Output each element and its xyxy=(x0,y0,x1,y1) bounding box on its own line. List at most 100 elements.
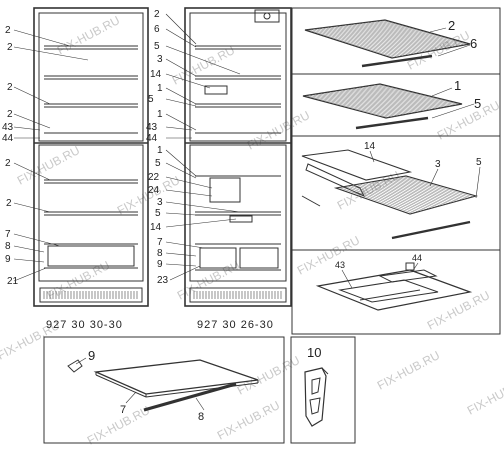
shelf-wire xyxy=(347,24,434,51)
shelf-wire xyxy=(347,185,422,212)
shelf-wire xyxy=(317,93,401,116)
watermark-text: FIX-HUB.RU xyxy=(465,373,504,418)
shelf-wire xyxy=(359,183,433,209)
shelf-wire xyxy=(365,86,448,107)
left-callouts: 2 2 2 2 43 44 2 2 7 8 9 21 xyxy=(2,25,89,287)
panel4-callout-a: 43 xyxy=(335,260,345,270)
shelf-wire xyxy=(376,180,449,204)
callout-mid-1: 2 xyxy=(154,9,160,20)
shelf-wire xyxy=(350,88,433,110)
shelf-wire xyxy=(342,25,429,52)
shelf-wire xyxy=(368,85,451,107)
callout-mid-10: 44 xyxy=(146,133,158,144)
shelf-wire xyxy=(403,176,474,197)
shelf-wire xyxy=(327,26,415,55)
bottom-callout-a: 9 xyxy=(88,348,95,363)
callout-mid-21: 23 xyxy=(157,275,169,286)
shelf-wire xyxy=(307,29,395,58)
callout-mid-11: 1 xyxy=(157,145,163,156)
callout-mid-9: 43 xyxy=(146,122,158,133)
crisper-assembly xyxy=(301,149,479,240)
shelf-wire xyxy=(376,84,460,105)
shelf-wire xyxy=(320,93,404,115)
panel4-callout-b: 44 xyxy=(412,253,422,263)
bottom-callout-c: 8 xyxy=(198,411,204,423)
callout-mid-15: 3 xyxy=(157,197,163,208)
callout-mid-5: 14 xyxy=(150,69,162,80)
shelf-wire xyxy=(339,25,426,53)
callout-left-10: 8 xyxy=(5,241,11,252)
shelf-wire xyxy=(376,20,462,46)
callout-mid-16: 5 xyxy=(155,208,161,219)
watermark-text: FIX-HUB.RU xyxy=(55,13,122,58)
shelf-wire xyxy=(397,177,468,199)
shelf-wire xyxy=(379,180,452,203)
shelf-wire xyxy=(362,86,445,108)
callout-mid-3: 5 xyxy=(154,41,160,52)
callout-left-12: 21 xyxy=(7,276,19,287)
shelf-wire xyxy=(364,22,451,48)
callout-mid-18: 7 xyxy=(157,237,163,248)
shelf-wire xyxy=(305,95,389,118)
shelf-wire xyxy=(362,22,448,49)
shelf-wire xyxy=(316,28,404,57)
shelf-wire xyxy=(371,85,454,106)
panel2-callout-b: 5 xyxy=(474,96,481,111)
callout-mid-7: 5 xyxy=(148,94,154,105)
callout-mid-13: 22 xyxy=(148,172,160,183)
shelf-wire xyxy=(353,23,440,50)
shelf-wire xyxy=(308,94,392,118)
middle-callouts: 2 6 5 3 14 1 5 1 43 44 1 5 22 24 3 5 14 … xyxy=(146,9,241,286)
callout-mid-12: 5 xyxy=(155,158,161,169)
callout-left-11: 9 xyxy=(5,254,11,265)
shelf-wire xyxy=(353,87,436,110)
panel3-callout-a: 14 xyxy=(364,141,376,152)
shelf-wire xyxy=(391,178,463,200)
shelf-wire xyxy=(322,27,409,56)
callout-left-9: 7 xyxy=(5,229,11,240)
shelf-wire xyxy=(353,184,427,210)
shelf-wire xyxy=(382,20,468,45)
watermark-text: FIX-HUB.RU xyxy=(15,143,82,188)
shelf-wire xyxy=(370,21,457,47)
shelf-wire xyxy=(356,23,443,50)
shelf-wire xyxy=(373,21,459,47)
model-label-right: 927 30 26-30 xyxy=(197,319,274,331)
shelf-wire xyxy=(329,91,413,114)
watermark-text: FIX-HUB.RU xyxy=(245,108,312,153)
callout-left-1: 2 xyxy=(5,25,11,36)
shelf-wire xyxy=(335,90,419,113)
shelf-wire xyxy=(310,29,398,58)
clip-callout: 10 xyxy=(307,345,321,360)
callout-mid-6: 1 xyxy=(157,83,163,94)
callout-left-6: 44 xyxy=(2,133,14,144)
shelf-wire xyxy=(370,181,444,206)
watermark-text: FIX-HUB.RU xyxy=(215,398,282,443)
shelf-wire xyxy=(344,24,432,52)
parts-panels: 2 6 1 5 14 3 5 xyxy=(291,7,501,335)
shelf-wire xyxy=(313,28,401,57)
panel3-callout-b: 3 xyxy=(435,159,441,170)
callout-left-3: 2 xyxy=(7,82,13,93)
shelf-wire xyxy=(336,25,423,53)
callout-mid-2: 6 xyxy=(154,24,160,35)
panel3-callout-c: 5 xyxy=(476,157,482,168)
bottom-tray-assembly xyxy=(315,262,473,311)
shelf-wire xyxy=(332,91,416,113)
watermark-text: FIX-HUB.RU xyxy=(170,43,237,88)
shelf-wire xyxy=(319,28,406,56)
watermark-text: FIX-HUB.RU xyxy=(85,403,152,448)
bottom-callout-b: 7 xyxy=(120,404,126,416)
shelf-wire xyxy=(379,20,465,46)
watermark-text: FIX-HUB.RU xyxy=(45,258,112,303)
callout-left-7: 2 xyxy=(5,158,11,169)
shelf-wire xyxy=(368,182,441,206)
callout-mid-14: 24 xyxy=(148,185,160,196)
shelf-wire xyxy=(338,187,413,214)
shelf-wire xyxy=(362,183,435,208)
panel1-callout-b: 6 xyxy=(470,36,477,51)
shelf-wire xyxy=(356,184,430,209)
shelf-wire xyxy=(385,179,457,202)
right-grille xyxy=(193,291,282,299)
